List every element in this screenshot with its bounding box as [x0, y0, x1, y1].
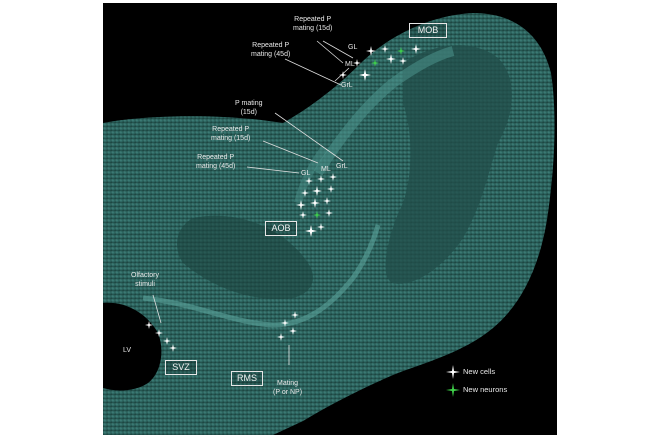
- new-cell-marker: [305, 225, 317, 237]
- tissue-illustration: [103, 13, 555, 435]
- accessory-band: [294, 145, 329, 205]
- label-gl-mid: GL: [301, 170, 311, 177]
- label-ml-top: ML: [345, 61, 355, 68]
- new-cell-marker: [317, 175, 325, 183]
- label-grl-mid: GrL: [336, 163, 348, 170]
- leader-lines-bottom: [152, 294, 290, 365]
- label-olfactory-stimuli: Olfactory stimuli: [131, 272, 160, 288]
- new-cell-marker: [359, 69, 371, 81]
- legend-new-cells-icon: [446, 365, 460, 379]
- new-cell-marker: [323, 197, 331, 205]
- label-grl-top: GrL: [341, 82, 353, 89]
- new-cell-marker: [327, 185, 335, 193]
- new-cell-marker: [289, 327, 297, 335]
- new-cell-marker: [411, 44, 421, 54]
- granule-band: [313, 46, 455, 176]
- new-cell-marker: [399, 57, 407, 65]
- new-cell-marker: [277, 333, 285, 341]
- label-mating-p-or-np: Mating (P or NP): [273, 380, 303, 396]
- new-cells-markers: [145, 44, 421, 352]
- region-rms: RMS: [231, 371, 263, 386]
- new-cell-marker: [386, 54, 396, 64]
- region-mob: MOB: [409, 23, 447, 38]
- new-cell-marker: [299, 211, 307, 219]
- brain-section-figure: Repeated P mating (15d) Repeated P matin…: [103, 3, 557, 435]
- legend-new-cells-label: New cells: [463, 367, 496, 376]
- new-cell-marker: [281, 319, 289, 327]
- new-cell-marker: [169, 344, 177, 352]
- label-ml-mid: ML: [321, 166, 331, 173]
- rms-path: [142, 224, 381, 328]
- bulb-core: [385, 45, 512, 284]
- new-neuron-marker: [397, 47, 405, 55]
- new-cell-marker: [381, 45, 389, 53]
- new-cell-marker: [325, 209, 333, 217]
- region-svz: SVZ: [165, 360, 197, 375]
- label-p-mating-15d: P mating (15d): [235, 100, 263, 116]
- legend-new-neurons-label: New neurons: [463, 385, 508, 394]
- label-repeated-p-mating-45d-mid: Repeated P mating (45d): [196, 154, 236, 170]
- new-cell-marker: [329, 173, 337, 181]
- new-cell-marker: [163, 337, 171, 345]
- new-cell-marker: [353, 59, 361, 67]
- background-wedge: [177, 215, 313, 299]
- new-neuron-marker: [313, 211, 321, 219]
- label-repeated-p-mating-45d-top: Repeated P mating (45d): [251, 42, 291, 58]
- new-cell-marker: [155, 329, 163, 337]
- new-neuron-marker: [371, 59, 379, 67]
- new-cell-marker: [339, 71, 347, 79]
- label-lv: LV: [123, 347, 132, 354]
- label-gl-top: GL: [348, 44, 358, 51]
- label-repeated-p-mating-15d-top: Repeated P mating (15d): [293, 16, 333, 32]
- new-cell-marker: [301, 189, 309, 197]
- legend-new-neurons-icon: [446, 383, 460, 397]
- region-aob: AOB: [265, 221, 297, 236]
- new-cell-marker: [305, 177, 313, 185]
- leader-lines-mid: [246, 112, 344, 174]
- new-cell-marker: [317, 223, 325, 231]
- new-cell-marker: [312, 186, 322, 196]
- leader-lines-top: [284, 40, 354, 86]
- new-cell-marker: [310, 198, 320, 208]
- new-cell-marker: [366, 46, 376, 56]
- new-cell-marker: [291, 311, 299, 319]
- new-cell-marker: [145, 321, 153, 329]
- label-repeated-p-mating-15d-mid: Repeated P mating (15d): [211, 126, 251, 142]
- new-cell-marker: [296, 200, 306, 210]
